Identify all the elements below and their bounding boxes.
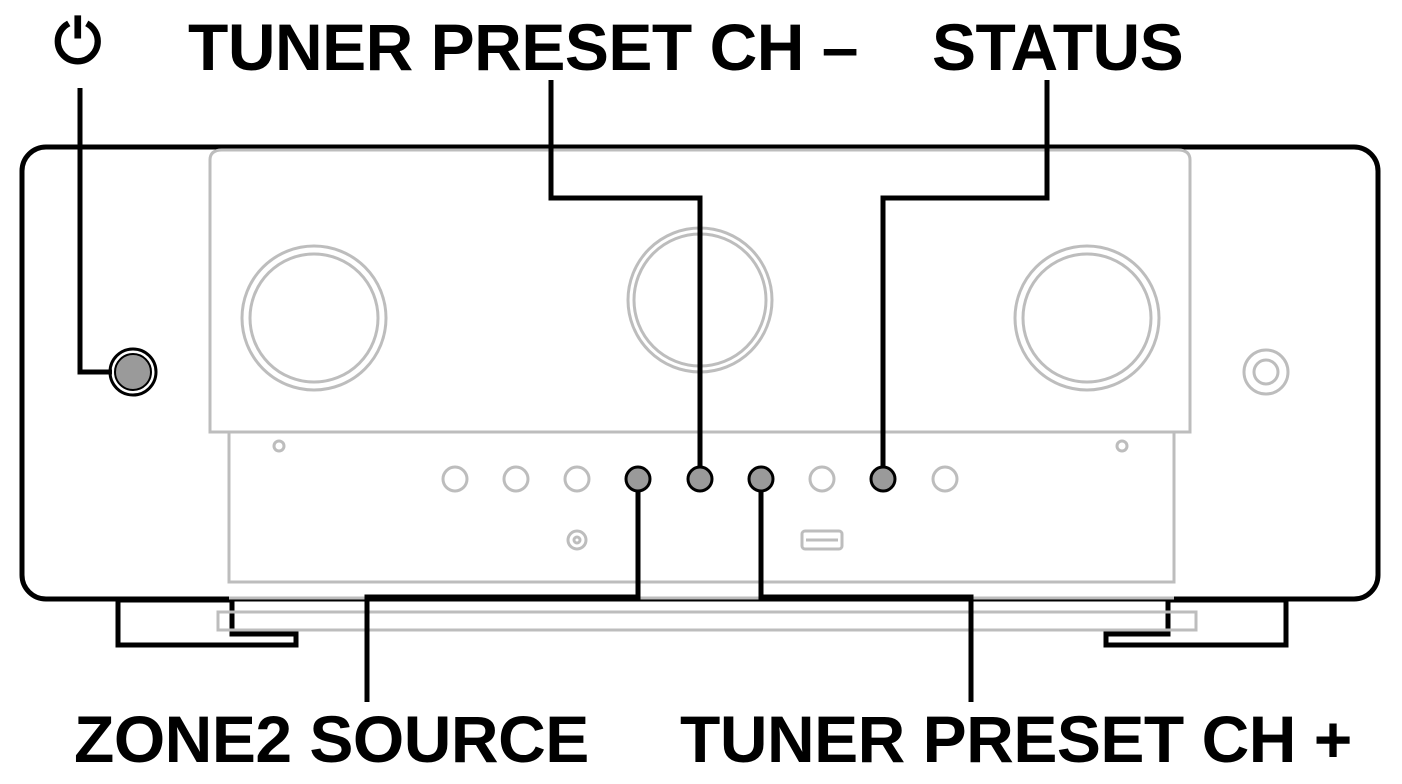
right-knob <box>1013 244 1161 392</box>
tuner-preset-plus-button <box>747 465 775 493</box>
tuner-preset-minus-button <box>686 465 714 493</box>
front-button-2 <box>502 465 530 493</box>
label-status: STATUS <box>932 10 1184 84</box>
leader-tuner-preset-minus <box>548 80 703 467</box>
front-button-3 <box>563 465 591 493</box>
leader-tuner-preset-plus <box>758 491 974 702</box>
leader-zone2-source <box>364 491 641 702</box>
power-icon: ⏻ <box>54 8 101 75</box>
upper-front-panel <box>208 148 1192 434</box>
front-button-7 <box>808 465 836 493</box>
status-button <box>869 465 897 493</box>
front-button-9 <box>931 465 959 493</box>
leader-status <box>880 80 1050 467</box>
leader-power <box>77 88 112 375</box>
power-button <box>114 353 152 391</box>
label-tuner-preset-plus: TUNER PRESET CH + <box>680 702 1352 776</box>
label-tuner-preset-minus: TUNER PRESET CH – <box>188 10 858 84</box>
left-foot <box>115 597 299 648</box>
headphone-jack <box>1242 348 1290 396</box>
bottom-trim <box>216 610 1198 632</box>
zone2-source-button <box>624 465 652 493</box>
label-zone2-source: ZONE2 SOURCE <box>74 702 589 776</box>
left-knob <box>240 244 388 392</box>
front-button-1 <box>441 465 469 493</box>
